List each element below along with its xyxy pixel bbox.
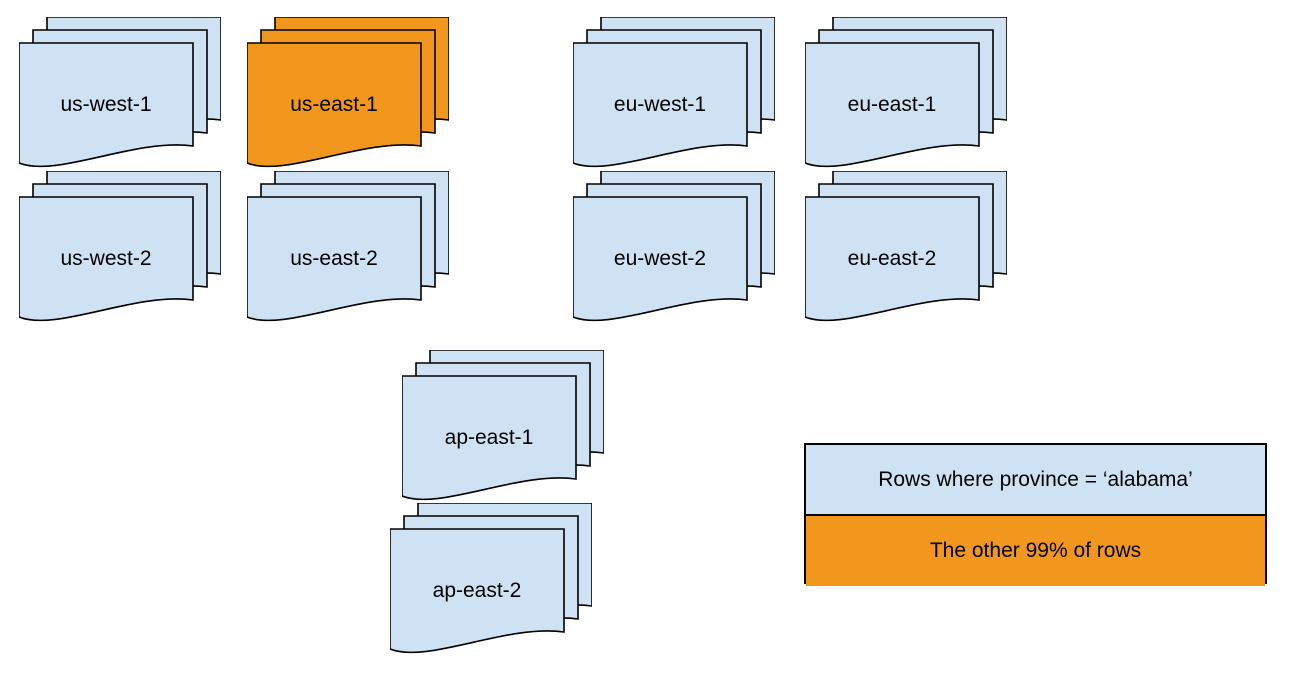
- region-label: us-west-2: [60, 247, 152, 270]
- region-stack-eu-west-2: eu-west-2: [573, 171, 775, 326]
- region-stack-eu-west-1: eu-west-1: [573, 17, 775, 172]
- legend-label: The other 99% of rows: [929, 539, 1142, 562]
- region-stack-ap-east-1: ap-east-1: [402, 350, 604, 505]
- region-stack-us-east-2: us-east-2: [247, 171, 449, 326]
- legend-row-orange: The other 99% of rows: [806, 514, 1265, 586]
- region-label: ap-east-2: [432, 579, 522, 602]
- region-stack-eu-east-2: eu-east-2: [805, 171, 1007, 326]
- region-stack-us-east-1: us-east-1: [247, 17, 449, 172]
- legend-label: Rows where province = ‘alabama’: [878, 467, 1193, 491]
- document-stack-icon: [19, 171, 221, 322]
- region-label: eu-west-2: [613, 247, 707, 270]
- document-stack-icon: [805, 171, 1007, 322]
- document-stack-icon: [390, 503, 592, 654]
- region-label: ap-east-1: [444, 426, 534, 449]
- region-label: eu-east-1: [847, 93, 937, 116]
- region-label: us-east-1: [290, 93, 378, 116]
- region-stack-ap-east-2: ap-east-2: [390, 503, 592, 658]
- document-stack-icon: [402, 350, 604, 501]
- document-stack-icon: [247, 17, 449, 168]
- legend-row-blue: Rows where province = ‘alabama’: [806, 445, 1265, 514]
- region-label: us-east-2: [290, 247, 378, 270]
- region-stack-eu-east-1: eu-east-1: [805, 17, 1007, 172]
- region-stack-us-west-2: us-west-2: [19, 171, 221, 326]
- legend: Rows where province = ‘alabama’ The other…: [804, 443, 1267, 586]
- document-stack-icon: [805, 17, 1007, 168]
- document-stack-icon: [247, 171, 449, 322]
- region-stack-us-west-1: us-west-1: [19, 17, 221, 172]
- region-label: us-west-1: [60, 93, 152, 116]
- document-stack-icon: [19, 17, 221, 168]
- document-stack-icon: [573, 17, 775, 168]
- document-stack-icon: [573, 171, 775, 322]
- region-label: eu-east-2: [847, 247, 937, 270]
- region-label: eu-west-1: [613, 93, 707, 116]
